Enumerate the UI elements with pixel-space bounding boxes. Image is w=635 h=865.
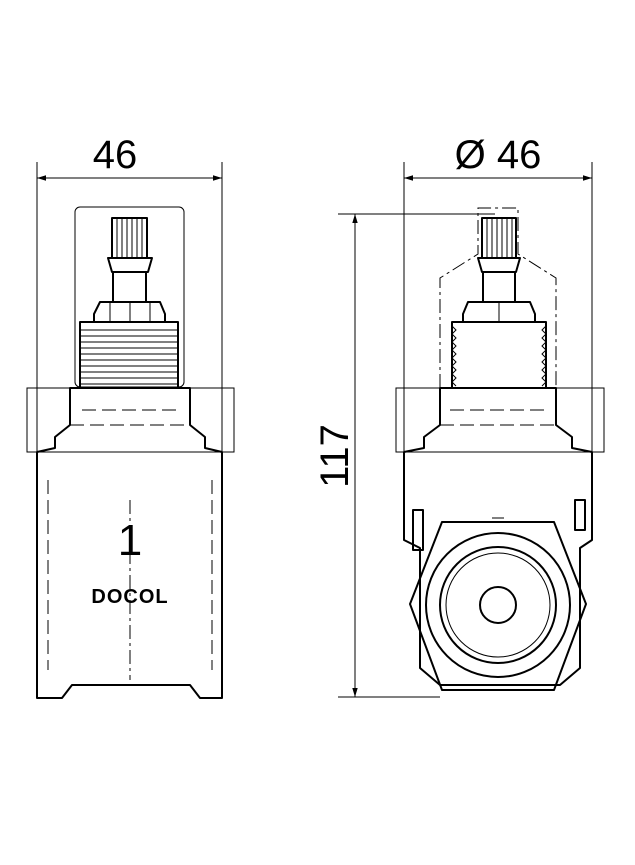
spline-stem-side: [462, 217, 536, 323]
brand-mark: DOCOL: [91, 586, 168, 608]
valve-body-front: [26, 387, 235, 699]
hex-outline: [409, 521, 587, 691]
wall-flange-outline: [26, 387, 235, 453]
thread-section: [79, 321, 179, 389]
width-dimension: 46: [36, 133, 223, 455]
thread-section-side: [451, 321, 547, 389]
hex-nut: [93, 301, 166, 323]
height-dimension: 117: [313, 213, 495, 698]
diameter-dimension-label: Ø 46: [455, 133, 542, 177]
side-view: Ø 46 117: [313, 133, 605, 698]
outlet-fitting: [409, 517, 587, 691]
spline-stem: [107, 217, 153, 303]
diameter-dimension: Ø 46: [403, 133, 593, 455]
valve-body-side: [395, 387, 605, 686]
front-view: 46: [26, 133, 235, 699]
height-dimension-label: 117: [313, 424, 357, 488]
handle-clearance-outline-side: [439, 207, 557, 388]
outlet-bore: [479, 586, 517, 624]
part-number: 1: [118, 516, 142, 565]
width-dimension-label: 46: [93, 133, 138, 177]
